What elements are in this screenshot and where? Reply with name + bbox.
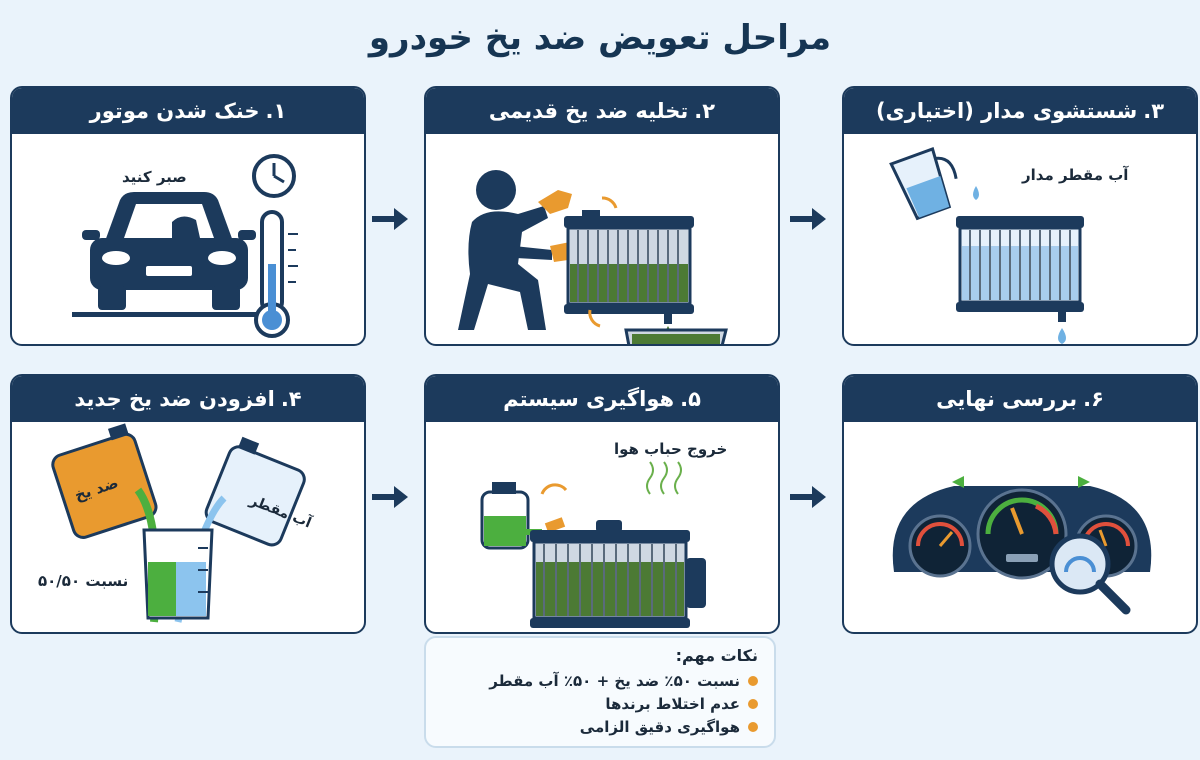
notes-title: نکات مهم: <box>675 646 758 665</box>
step-card-3: ۳. شستشوی مدار (اختیاری) <box>842 86 1198 346</box>
note-text: عدم اختلاط برندها <box>605 694 740 713</box>
step-number-5: ۵. <box>680 387 701 411</box>
arrow-right-icon <box>372 208 408 230</box>
radiator-icon <box>564 210 694 324</box>
magnifier-icon <box>1049 533 1131 615</box>
step-header-2: ۲. تخلیه ضد یخ قدیمی <box>426 88 778 134</box>
step-title-3: شستشوی مدار (اختیاری) <box>875 99 1138 123</box>
wait-label: صبر کنید <box>122 168 187 186</box>
step-card-2: ۲. تخلیه ضد یخ قدیمی <box>424 86 780 346</box>
notes-box: نکات مهم: نسبت ۵۰٪ ضد یخ + ۵۰٪ آب مقطر ع… <box>424 636 776 748</box>
drain-basin-icon <box>624 328 728 344</box>
arrow-right-icon <box>790 208 826 230</box>
coolant-jug-icon <box>51 423 158 539</box>
step-number-4: ۴. <box>280 387 302 411</box>
note-item: هواگیری دقیق الزامی <box>442 715 758 738</box>
distilled-water-label: آب مقطر مدار <box>1022 166 1129 184</box>
step-number-2: ۲. <box>694 99 716 123</box>
step-number-1: ۱. <box>265 99 287 123</box>
step-header-4: ۴. افزودن ضد یخ جدید <box>12 376 364 422</box>
note-item: نسبت ۵۰٪ ضد یخ + ۵۰٪ آب مقطر <box>442 669 758 692</box>
dashboard-gauges-icon <box>892 476 1152 580</box>
water-jug-icon <box>204 436 306 547</box>
arrow-right-icon <box>372 486 408 508</box>
step-title-4: افزودن ضد یخ جدید <box>74 387 275 411</box>
step-header-1: ۱. خنک شدن موتور <box>12 88 364 134</box>
step-card-5: ۵. هواگیری سیستم <box>424 374 780 634</box>
bullet-icon <box>748 675 758 686</box>
radiator-icon <box>530 520 706 628</box>
car-icon <box>72 192 268 317</box>
beaker-icon <box>142 528 214 620</box>
bullet-icon <box>748 721 758 732</box>
clock-icon <box>252 154 296 198</box>
note-item: عدم اختلاط برندها <box>442 692 758 715</box>
step-number-6: ۶. <box>1083 387 1104 411</box>
step-header-3: ۳. شستشوی مدار (اختیاری) <box>844 88 1196 134</box>
step-header-5: ۵. هواگیری سیستم <box>426 376 778 422</box>
step-number-3: ۳. <box>1143 99 1165 123</box>
step-title-6: بررسی نهایی <box>936 387 1078 411</box>
mechanic-icon <box>458 170 552 330</box>
page-title: مراحل تعویض ضد یخ خودرو <box>368 18 832 58</box>
step-title-5: هواگیری سیستم <box>503 387 675 411</box>
radiator-icon <box>956 216 1084 322</box>
arrow-right-icon <box>790 486 826 508</box>
ratio-label: نسبت ۵۰/۵۰ <box>38 572 129 590</box>
pitcher-icon <box>889 147 958 221</box>
step-header-6: ۶. بررسی نهایی <box>844 376 1196 422</box>
step-title-1: خنک شدن موتور <box>89 99 260 123</box>
note-text: هواگیری دقیق الزامی <box>579 717 740 736</box>
step-card-1: ۱. خنک شدن موتور <box>10 86 366 346</box>
step-card-6: ۶. بررسی نهایی <box>842 374 1198 634</box>
bullet-icon <box>748 698 758 709</box>
expansion-tank-icon <box>480 482 542 550</box>
note-text: نسبت ۵۰٪ ضد یخ + ۵۰٪ آب مقطر <box>489 671 740 690</box>
air-bubbles-label: خروج حباب هوا <box>614 440 728 458</box>
thermometer-icon <box>254 210 298 338</box>
step-title-2: تخلیه ضد یخ قدیمی <box>488 99 689 123</box>
step-card-4: ۴. افزودن ضد یخ جدید ضد یخ <box>10 374 366 634</box>
glove-icon <box>538 190 572 214</box>
